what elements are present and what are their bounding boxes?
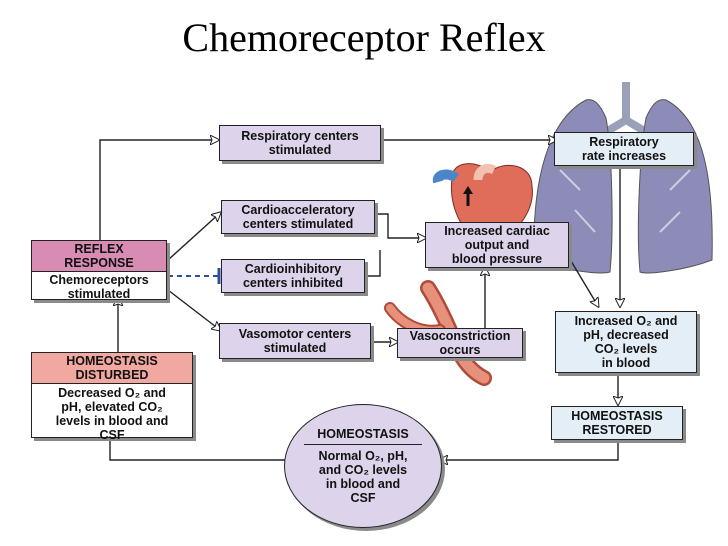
increased-o2-label-4: in blood: [601, 356, 651, 370]
respiratory-centers-label-2: stimulated: [268, 143, 332, 157]
restored-label-2: RESTORED: [582, 423, 652, 437]
cardiac-output-label-3: blood pressure: [451, 252, 543, 266]
disturbed-body-label-4: CSF: [99, 428, 125, 442]
homeostasis-body: Normal O₂, pH, and CO₂ levels in blood a…: [285, 449, 441, 505]
increased-o2-label-3: CO₂ levels: [594, 342, 658, 356]
cardioacceleratory-label-2: centers stimulated: [242, 217, 354, 231]
vasomotor-box: Vasomotor centers stimulated: [219, 323, 371, 359]
homeostasis-body-label: Normal O₂, pH,: [318, 449, 408, 463]
homeostasis-restored-box: HOMEOSTASIS RESTORED: [551, 406, 683, 440]
reflex-response-body: Chemoreceptors stimulated: [32, 272, 166, 302]
homeostasis-body-label-3: in blood and: [325, 477, 401, 491]
cardiac-output-box: Increased cardiac output and blood press…: [425, 222, 569, 268]
respiratory-centers-box: Respiratory centers stimulated: [219, 125, 381, 161]
reflex-body-label-2: stimulated: [67, 287, 131, 301]
vasomotor-label-2: stimulated: [263, 341, 327, 355]
vasoconstriction-box: Vasoconstriction occurs: [397, 328, 523, 358]
disturbed-body-label-3: levels in blood and: [55, 414, 169, 428]
vasoconstriction-label: Vasoconstriction: [409, 329, 511, 343]
cardioinhibitory-box: Cardioinhibitory centers inhibited: [221, 259, 365, 293]
homeostasis-body-label-2: and CO₂ levels: [318, 463, 408, 477]
disturbed-header-label: HOMEOSTASIS: [66, 354, 158, 368]
reflex-response-header: REFLEX RESPONSE: [32, 241, 166, 272]
respiratory-rate-label-2: rate increases: [581, 149, 667, 163]
disturbed-body-label: Decreased O₂ and: [58, 386, 166, 400]
disturbed-body-label-2: pH, elevated CO₂: [61, 400, 163, 414]
reflex-response-box: REFLEX RESPONSE Chemoreceptors stimulate…: [31, 240, 167, 302]
cardioacceleratory-label: Cardioacceleratory: [241, 203, 355, 217]
increased-o2-label-2: pH, decreased: [583, 328, 669, 342]
cardiac-output-label-2: output and: [464, 238, 530, 252]
restored-label: HOMEOSTASIS: [571, 409, 663, 423]
cardiac-output-label: Increased cardiac: [444, 224, 550, 238]
increased-o2-label: Increased O₂ and: [574, 314, 678, 328]
cardioinhibitory-label: Cardioinhibitory: [244, 262, 342, 276]
increased-o2-box: Increased O₂ and pH, decreased CO₂ level…: [555, 311, 697, 373]
homeostasis-body-label-4: CSF: [350, 491, 376, 505]
disturbed-header-label-2: DISTURBED: [75, 368, 149, 382]
flow-arrows: [99, 140, 620, 460]
homeostasis-disturbed-box: HOMEOSTASIS DISTURBED Decreased O₂ and p…: [31, 352, 193, 442]
homeostasis-circle: HOMEOSTASIS Normal O₂, pH, and CO₂ level…: [284, 404, 442, 528]
reflex-body-label: Chemoreceptors: [49, 273, 149, 287]
disturbed-header: HOMEOSTASIS DISTURBED: [32, 353, 192, 384]
vasomotor-label: Vasomotor centers: [238, 327, 352, 341]
respiratory-rate-box: Respiratory rate increases: [554, 132, 694, 166]
respiratory-rate-label: Respiratory: [589, 135, 659, 149]
page-title: Chemoreceptor Reflex: [182, 15, 546, 60]
cardioacceleratory-box: Cardioacceleratory centers stimulated: [221, 200, 375, 234]
disturbed-body: Decreased O₂ and pH, elevated CO₂ levels…: [32, 384, 192, 444]
respiratory-centers-label: Respiratory centers: [241, 129, 359, 143]
cardioinhibitory-label-2: centers inhibited: [242, 276, 344, 290]
reflex-header-label: REFLEX: [74, 242, 124, 256]
reflex-header-label-2: RESPONSE: [64, 256, 134, 270]
vasoconstriction-label-2: occurs: [439, 343, 481, 357]
homeostasis-header: HOMEOSTASIS: [304, 427, 422, 445]
